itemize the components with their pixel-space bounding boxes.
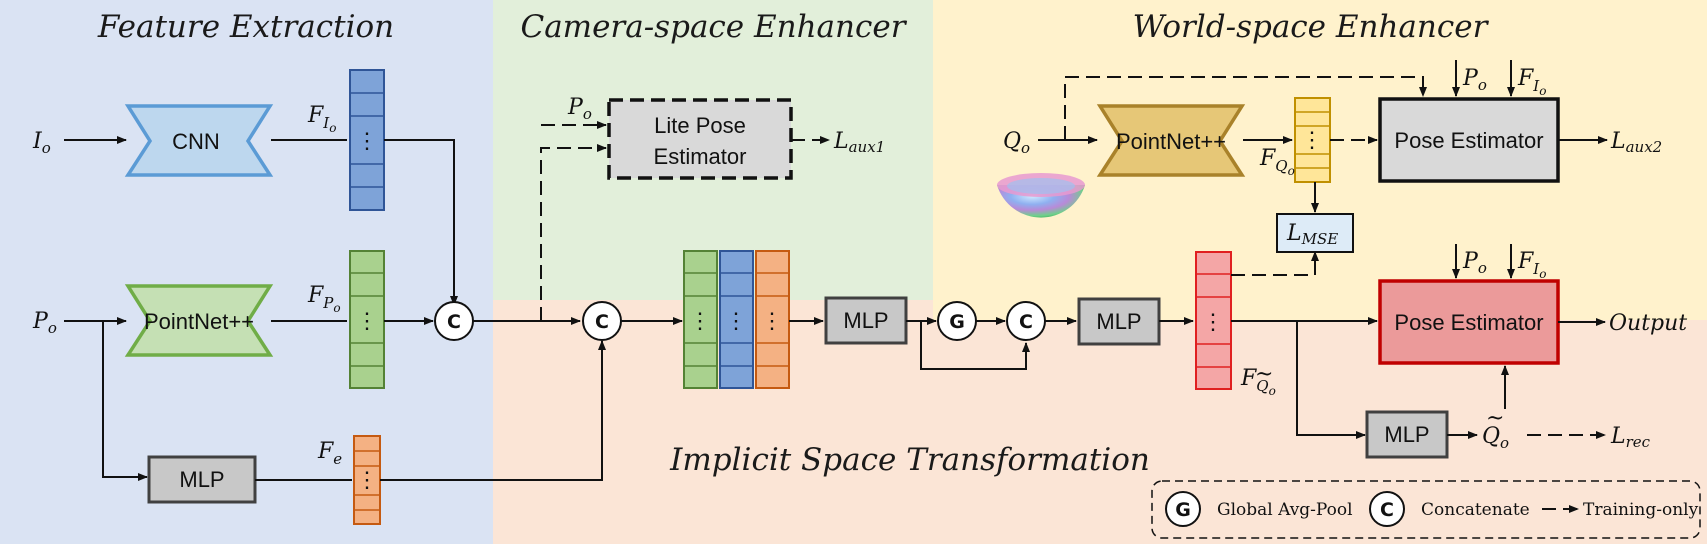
legend: G Global Avg-Pool C Concatenate Training… xyxy=(1151,480,1701,539)
concat-label: C xyxy=(1019,311,1033,333)
cnn-module xyxy=(124,104,274,177)
stack-dots: ⋮ xyxy=(1202,309,1224,334)
stack-dots: ⋮ xyxy=(725,308,747,333)
reconstructed-q-label: Qo xyxy=(1482,424,1509,452)
concat-label: C xyxy=(595,311,609,333)
pose-estimator-main xyxy=(1378,279,1560,365)
pose-main-p-label: Po xyxy=(1462,249,1487,277)
camera-pose-input-label: Po xyxy=(567,95,592,123)
legend-dash-text: Training-only xyxy=(1583,500,1699,520)
image-feature-stack: ⋮ xyxy=(349,69,385,211)
world-points-label: Qo xyxy=(1003,129,1030,157)
pose-estimator-world xyxy=(1378,97,1560,183)
extra-feature-label: Fe xyxy=(317,439,342,468)
camera-space-title: Camera-space Enhancer xyxy=(520,9,907,45)
mse-loss-box xyxy=(1276,213,1354,253)
pose-estimator-main-label: Pose Estimator xyxy=(1394,310,1543,335)
pointnet-feature-module xyxy=(124,284,274,357)
concat-label: C xyxy=(447,311,461,333)
mlp-camera-label: MLP xyxy=(843,308,888,333)
legend-g-letter: G xyxy=(1175,499,1191,521)
legend-c-text: Concatenate xyxy=(1421,500,1530,520)
transformed-feature-label: FQo xyxy=(1240,366,1276,398)
global-pool-label: G xyxy=(949,311,965,333)
legend-g-symbol xyxy=(1165,491,1201,527)
world-feature-stack: ⋮ xyxy=(1294,97,1331,183)
point-feature-label: FPo xyxy=(307,283,341,315)
implicit-transformation-title: Implicit Space Transformation xyxy=(669,442,1150,478)
input-points-label: Po xyxy=(32,309,57,337)
stack-dots: ⋮ xyxy=(761,308,783,333)
legend-c-symbol xyxy=(1369,491,1405,527)
point-feature-stack: ⋮ xyxy=(349,250,385,389)
pointnet-world-module xyxy=(1096,104,1246,177)
pointnet-feature-label: PointNet++ xyxy=(144,309,254,334)
mse-loss-label: LMSE xyxy=(1286,221,1338,248)
lite-pose-label-line2: Estimator xyxy=(654,144,747,169)
concat-green-stack: ⋮ xyxy=(683,250,718,389)
stack-dots: ⋮ xyxy=(1301,127,1323,152)
pose-estimator-world-label: Pose Estimator xyxy=(1394,128,1543,153)
tilde-mark: ~ xyxy=(1486,406,1504,431)
pointnet-world-label: PointNet++ xyxy=(1116,129,1226,154)
image-feature-label: FIo xyxy=(307,103,336,135)
pose-main-f-label: FIo xyxy=(1517,249,1546,281)
tilde-mark: ~ xyxy=(1255,362,1273,387)
concat-blue-stack: ⋮ xyxy=(719,250,754,389)
concat-orange-stack: ⋮ xyxy=(755,250,790,389)
mlp-world-label: MLP xyxy=(1096,309,1141,334)
aux2-loss-label: Laux2 xyxy=(1610,129,1662,156)
aux1-loss-label: Laux1 xyxy=(833,129,885,156)
feature-extraction-title: Feature Extraction xyxy=(97,9,394,45)
mlp-camera-module xyxy=(824,296,908,345)
stack-dots: ⋮ xyxy=(356,128,378,153)
legend-c-letter: C xyxy=(1380,499,1394,521)
input-image-label: Io xyxy=(32,129,51,157)
world-space-title: World-space Enhancer xyxy=(1133,9,1490,45)
rec-loss-label: Lrec xyxy=(1610,424,1651,451)
legend-g-text: Global Avg-Pool xyxy=(1217,500,1353,520)
lite-pose-label-line1: Lite Pose xyxy=(654,113,746,138)
mlp-extra-module xyxy=(147,455,257,504)
mlp-reconstruction-module xyxy=(1365,410,1449,459)
stack-dots: ⋮ xyxy=(356,467,378,492)
output-label: Output xyxy=(1609,311,1687,336)
extra-feature-stack: ⋮ xyxy=(353,435,381,525)
pose-top-f-label: FIo xyxy=(1517,66,1546,98)
world-feature-label: FQo xyxy=(1259,146,1295,178)
canonical-sphere-illustration xyxy=(997,173,1085,218)
stack-dots: ⋮ xyxy=(689,308,711,333)
mlp-reconstruction-label: MLP xyxy=(1384,422,1429,447)
mlp-extra-label: MLP xyxy=(179,467,224,492)
stack-dots: ⋮ xyxy=(356,308,378,333)
cnn-label: CNN xyxy=(172,129,220,154)
transformed-feature-stack: ⋮ xyxy=(1195,251,1232,390)
feature-extraction-region xyxy=(0,0,493,544)
pose-top-p-label: Po xyxy=(1462,66,1487,94)
